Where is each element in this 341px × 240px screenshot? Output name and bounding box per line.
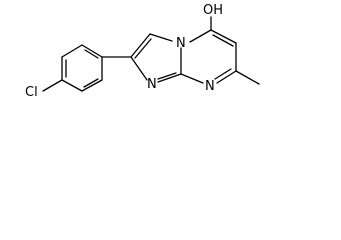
bond: [81, 44, 103, 58]
double-bond: [134, 38, 152, 59]
imidazopyrimidine-core: [130, 16, 260, 85]
bond: [130, 56, 148, 81]
chlorophenyl-ring: [42, 44, 103, 92]
double-bond: [83, 78, 99, 88]
bond: [180, 73, 204, 84]
bond: [61, 79, 83, 92]
bond-methyl: [235, 70, 260, 85]
bond: [216, 70, 237, 84]
bond: [157, 73, 182, 83]
bond: [81, 79, 103, 92]
double-bond: [157, 72, 177, 80]
nitrogen-right-label: N: [205, 79, 215, 94]
bond: [61, 44, 83, 58]
bond: [149, 33, 173, 42]
bond: [189, 29, 212, 43]
nitrogen-bridgehead-label: N: [176, 36, 186, 51]
double-bond: [212, 34, 234, 47]
chemical-structure: Cl OH N N N: [25, 3, 260, 100]
bond-cl-c: [42, 79, 63, 92]
nitrogen-lower-label: N: [147, 77, 157, 92]
hydroxyl-label: OH: [203, 3, 223, 18]
bond: [210, 29, 237, 44]
double-bond: [84, 49, 99, 59]
bond: [130, 33, 151, 58]
chlorine-label: Cl: [25, 85, 38, 100]
double-bond: [214, 68, 232, 80]
